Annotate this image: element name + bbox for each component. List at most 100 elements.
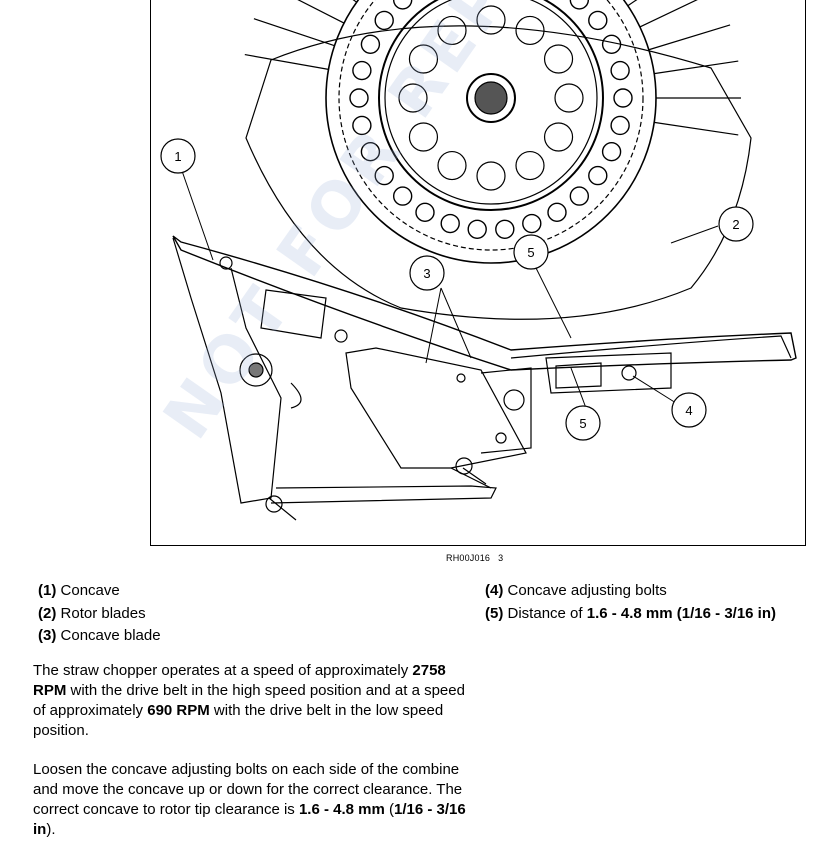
rotor-chain-link <box>415 202 435 223</box>
legend-item-text: Distance of <box>507 604 587 622</box>
leader-3b <box>425 287 442 364</box>
callout-circle <box>671 392 707 428</box>
rotor-blade-line <box>627 0 638 7</box>
left-bracket <box>172 237 282 504</box>
rotor-hub-hole <box>515 15 545 46</box>
rotor-chain-link <box>601 141 622 162</box>
bolt-4 <box>621 365 637 381</box>
leader-5b <box>570 367 587 409</box>
lower-bracket-plate <box>480 367 532 454</box>
legend-item-number: (2) <box>38 604 57 622</box>
rotor-blade-lines <box>244 0 741 136</box>
paragraph-adjustment: Loosen the concave adjusting bolts on ea… <box>33 760 478 840</box>
legend-item-5: (5) Distance of 1.6 - 4.8 mm (1/16 - 3/1… <box>485 604 777 622</box>
rotor-blade-line <box>654 121 739 136</box>
callout-label: 5 <box>579 416 586 431</box>
rotor-hub-hole <box>437 15 467 46</box>
leader-2 <box>670 225 719 244</box>
concave-rod <box>510 335 792 359</box>
para-bold: 690 RPM <box>147 702 210 719</box>
paragraph-speed: The straw chopper operates at a speed of… <box>33 661 478 741</box>
rotor-hub-hole <box>408 122 439 152</box>
rotor-hub-hole <box>476 161 506 191</box>
rotor-chain-link <box>588 165 608 186</box>
figure-code-label: RH00J016 <box>446 553 491 563</box>
rotor-blade-line <box>297 0 345 24</box>
leader-5a <box>535 267 572 339</box>
bearing-right <box>503 389 525 411</box>
callout-circle <box>409 255 445 291</box>
callout-label: 2 <box>732 217 739 232</box>
rotor-chain-link <box>349 88 369 108</box>
rotor-blades-outline <box>245 25 752 320</box>
rotor-hub-hole <box>408 44 439 74</box>
right-bracket-plate <box>345 347 527 469</box>
figure-number: 3 <box>498 553 504 563</box>
legend-item-text: Rotor blades <box>60 604 146 622</box>
bolt-center <box>334 329 348 343</box>
para-text: The straw chopper operates at a speed of… <box>33 662 413 679</box>
rotor-chain-link <box>601 34 622 55</box>
rotor-chain-link <box>374 165 394 186</box>
rotor-chain-link <box>392 186 413 206</box>
legend-item-number: (4) <box>485 582 504 599</box>
rotor-hub-hole <box>554 83 584 113</box>
rotor-blade-line <box>352 0 358 3</box>
pivot-right <box>455 457 473 475</box>
leader-4 <box>632 375 677 404</box>
callout-label: 5 <box>527 245 534 260</box>
rotor-chain-links <box>349 0 633 239</box>
rotor-chain-link <box>610 60 630 81</box>
rotor-center-shaft <box>474 81 508 115</box>
leader-1 <box>180 167 214 261</box>
leader-3a <box>440 287 472 359</box>
cotter-pin-right <box>462 467 487 485</box>
cotter-pin-bottom <box>268 497 297 521</box>
rotor-chain-link <box>588 10 608 31</box>
para-text: Loosen the concave adjusting bolts on ea… <box>33 761 463 818</box>
rotor-hub-hole <box>543 122 574 152</box>
legend-item-value-2: 1/16 - 3/16 in <box>681 604 772 622</box>
para-text: with the drive belt in the low speed pos… <box>33 702 444 739</box>
rotor-chain-link <box>547 202 567 223</box>
rotor-blade-line <box>244 53 329 70</box>
callout-label: 1 <box>174 149 181 164</box>
para-bold: 1/16 - 3/16 in <box>33 801 466 838</box>
rotor-blade-line <box>648 24 731 51</box>
rotor-hub-hole <box>437 150 467 181</box>
para-text: with the drive belt in the high speed po… <box>33 682 465 719</box>
rotor-chain-link <box>467 219 487 239</box>
rotor-hub-hole <box>543 44 574 74</box>
rotor-chain-link <box>440 213 460 234</box>
rotor-chain-link <box>610 115 630 136</box>
rotor-chain-link <box>352 60 372 81</box>
rotor-blade-line <box>253 18 335 47</box>
rotor-chain-link <box>569 0 590 10</box>
para-bold: 1.6 - 4.8 mm <box>298 801 385 818</box>
bolt-left <box>219 256 233 270</box>
rotor-chain-link <box>360 141 381 162</box>
rotor-chain-link <box>522 213 542 234</box>
rotor-inner-disc <box>384 0 598 205</box>
mount-block <box>545 352 672 394</box>
rotor-outer-ring <box>325 0 657 264</box>
legend-item-number: (1) <box>38 582 57 599</box>
callout-label: 4 <box>685 403 692 418</box>
rotor-chain-link <box>495 219 515 239</box>
rotor-blade-line <box>654 60 739 75</box>
legend-item-value: 1.6 - 4.8 mm <box>586 604 673 622</box>
mount-slot <box>555 362 602 389</box>
small-hole-2 <box>456 373 466 383</box>
concave-plate <box>172 235 797 371</box>
legend-item-4: (4) Concave adjusting bolts <box>485 580 776 603</box>
rotor-chain-ring <box>338 0 644 251</box>
rotor-hub-hole <box>515 150 545 181</box>
para-bold: 2758 RPM <box>33 662 446 699</box>
legend-left: (1) Concave (2) Rotor blades (3) Concave… <box>38 580 161 648</box>
legend-item-3: (3) Concave blade <box>38 625 161 648</box>
legend-item-number: (5) <box>485 604 504 622</box>
small-hole-1 <box>495 432 507 444</box>
adjusting-link-arm <box>270 485 497 504</box>
